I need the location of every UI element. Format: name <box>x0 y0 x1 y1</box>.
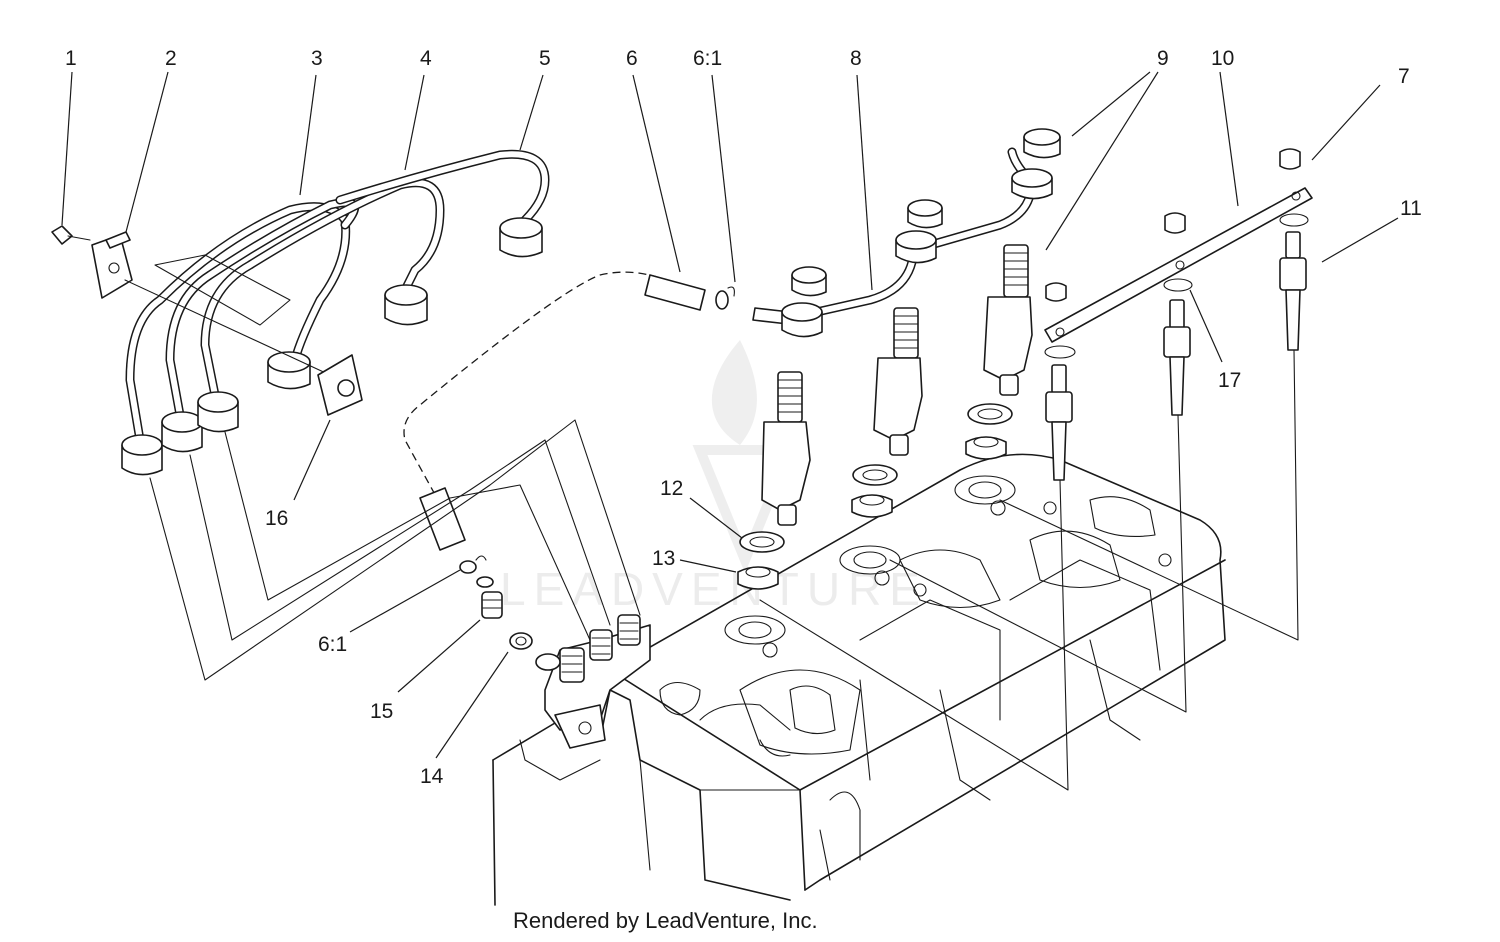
callout-6-1-top: 6:1 <box>693 47 722 70</box>
callout-15: 15 <box>370 700 393 723</box>
pipe-clamp <box>51 225 363 416</box>
fuel-injectors <box>761 244 1033 526</box>
delivery-valve-holder <box>476 576 533 650</box>
callout-4: 4 <box>420 47 432 70</box>
callout-9: 9 <box>1157 47 1169 70</box>
injector-seals <box>737 403 1013 590</box>
callout-13: 13 <box>652 547 675 570</box>
injection-lines <box>121 149 641 681</box>
leak-off-pipe <box>781 128 1061 338</box>
leader-lines <box>61 71 1399 759</box>
callout-2: 2 <box>165 47 177 70</box>
watermark: LEADVENTURE <box>500 340 928 615</box>
return-hose <box>403 271 791 574</box>
callout-1: 1 <box>65 47 77 70</box>
callout-6-1-bottom: 6:1 <box>318 633 347 656</box>
callout-10: 10 <box>1211 47 1234 70</box>
render-credit: Rendered by LeadVenture, Inc. <box>513 908 818 933</box>
watermark-text: LEADVENTURE <box>500 563 928 615</box>
callout-8: 8 <box>850 47 862 70</box>
callout-11: 11 <box>1400 197 1422 220</box>
callout-16: 16 <box>265 507 288 530</box>
glow-plug-connector <box>1044 148 1313 343</box>
callout-5: 5 <box>539 47 551 70</box>
callout-6: 6 <box>626 47 638 70</box>
injection-pump <box>535 614 651 749</box>
callout-14: 14 <box>420 765 444 788</box>
callout-12: 12 <box>660 477 683 500</box>
callout-17: 17 <box>1218 369 1241 392</box>
callout-3: 3 <box>311 47 323 70</box>
callout-labels: 1 2 3 4 5 6 6:1 8 9 10 7 11 17 16 12 13 … <box>65 47 1422 788</box>
callout-7: 7 <box>1398 65 1410 88</box>
glow-plugs <box>759 213 1309 791</box>
pipe-nut-fittings <box>121 217 543 476</box>
